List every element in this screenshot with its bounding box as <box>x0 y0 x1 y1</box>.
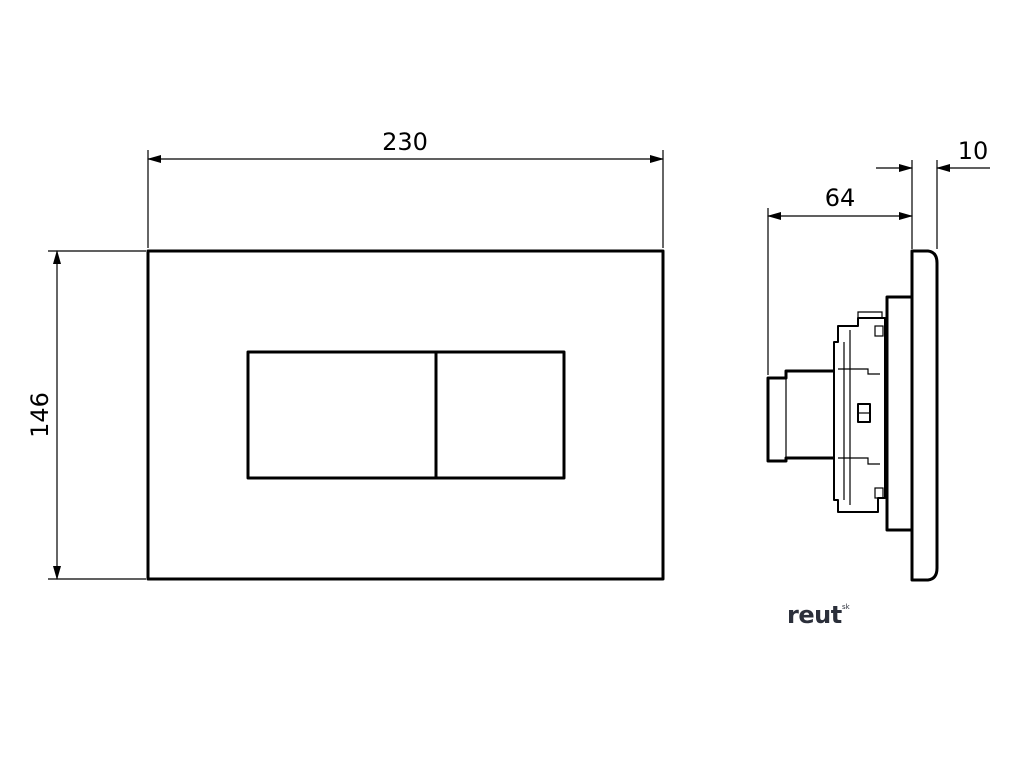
width-dimension: 230 <box>147 128 664 248</box>
cover-plate-profile <box>910 249 939 582</box>
actuator-housing <box>833 317 886 513</box>
plate-thickness-label: 10 <box>958 137 989 165</box>
frame-screw-bottom <box>874 487 884 499</box>
logo-superscript: sk <box>842 603 851 611</box>
side-view: 64 10 <box>766 137 990 582</box>
push-rod <box>766 369 834 463</box>
width-label: 230 <box>382 128 428 156</box>
height-dimension: 146 <box>26 250 146 580</box>
frame-screw-top <box>874 325 884 337</box>
logo-text: reut <box>787 601 842 629</box>
front-view: 230 146 <box>26 128 665 581</box>
height-label: 146 <box>26 392 54 438</box>
plate-thickness-dimension: 10 <box>876 137 990 249</box>
flush-plate-outline <box>146 249 665 581</box>
button-frame <box>246 350 566 480</box>
reut-logo: reut sk <box>787 601 851 629</box>
depth-dimension: 64 <box>767 160 913 375</box>
depth-label: 64 <box>825 184 856 212</box>
housing-inner-detail <box>838 311 883 505</box>
mounting-frame <box>885 295 914 532</box>
